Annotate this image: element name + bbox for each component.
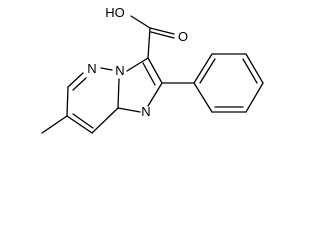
phenyl-bond-3-inner	[242, 58, 258, 84]
molecule-diagram: HO O N N N	[41, 5, 264, 134]
structure-canvas: HO O N N N	[41, 5, 264, 134]
bond-n5-c6-a	[67, 72, 84, 88]
bond-n5-c6-b	[72, 77, 87, 91]
bond-c7-c8-b	[72, 113, 94, 129]
atom-label-imidazole-nitrogen: N	[141, 104, 150, 119]
bond-c8a-n4	[117, 78, 120, 109]
atom-label-pyridazine-nitrogen: N	[87, 61, 96, 76]
atom-label-carbonyl-oxygen: O	[178, 29, 188, 44]
bond-c6-c7	[66, 86, 69, 117]
atom-label-bridgehead-nitrogen: N	[115, 63, 124, 78]
bond-n1-c8a	[117, 107, 141, 113]
bond-c3-c2-a	[147, 57, 163, 84]
bond-c-oh	[130, 15, 151, 29]
bond-c2-n1	[147, 82, 163, 107]
bond-c8-c8a	[91, 107, 119, 134]
bond-c3-carboxyl	[147, 27, 151, 59]
phenyl-bond-1	[193, 53, 213, 84]
bond-c-o-double-b	[150, 31, 175, 39]
bond-c7-methyl	[41, 115, 68, 134]
bond-c7-c8-a	[66, 115, 93, 134]
phenyl-bond-3	[245, 53, 264, 84]
bond-n4-n5	[100, 67, 113, 71]
bond-c-o-double-a	[149, 27, 175, 35]
atom-label-hydroxyl: HO	[105, 5, 125, 20]
bond-c3-c2-b	[142, 62, 156, 86]
phenyl-bond-4	[245, 82, 264, 113]
phenyl-bond-1-inner	[199, 58, 216, 84]
phenyl-bond-6	[193, 82, 213, 113]
bond-n4-c3	[126, 57, 149, 72]
